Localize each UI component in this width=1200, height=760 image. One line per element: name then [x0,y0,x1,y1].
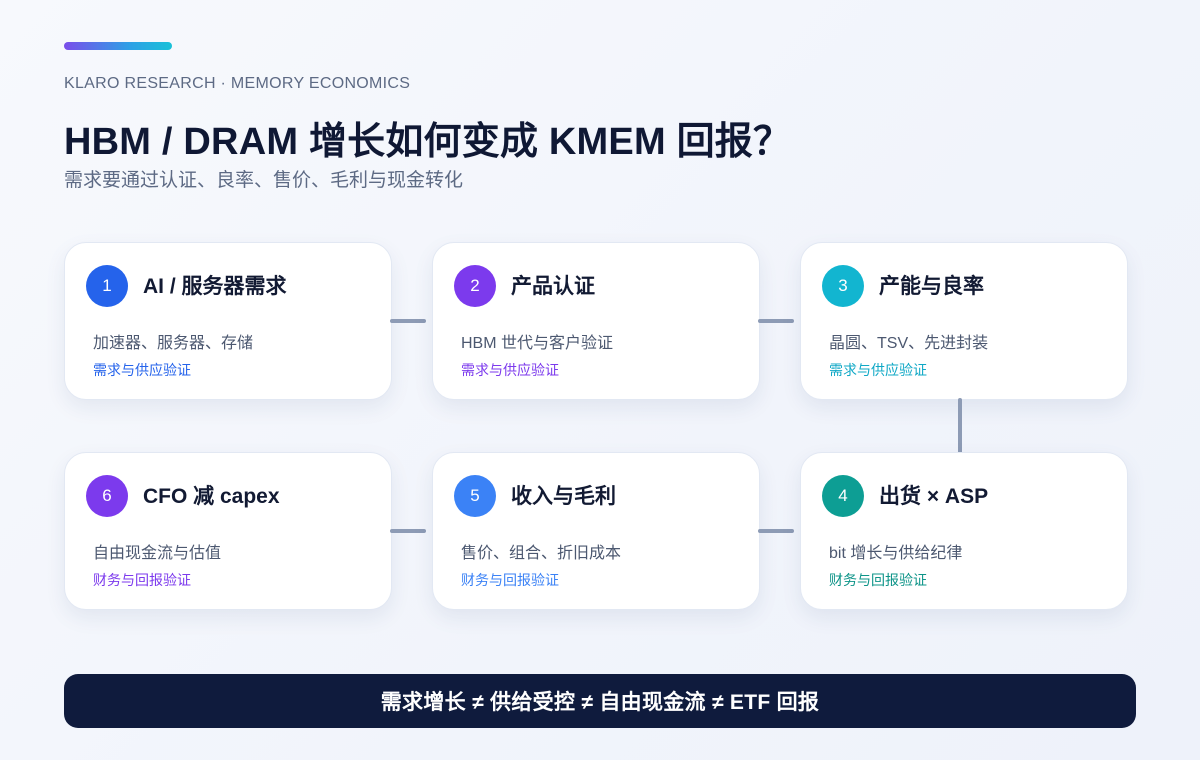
step-description: 晶圆、TSV、先进封装 [829,335,989,352]
summary-banner: 需求增长 ≠ 供给受控 ≠ 自由现金流 ≠ ETF 回报 [64,674,1136,728]
step-title: 产品认证 [511,275,595,298]
step-title: 收入与毛利 [511,485,616,508]
step-tag: 需求与供应验证 [829,362,927,378]
connector-5-6 [390,529,426,533]
step-badge: 2 [454,265,496,307]
connector-3-4 [958,398,962,454]
step-card-2: 2 产品认证 HBM 世代与客户验证 需求与供应验证 [432,242,760,400]
step-badge: 6 [86,475,128,517]
step-card-3: 3 产能与良率 晶圆、TSV、先进封装 需求与供应验证 [800,242,1128,400]
step-card-1: 1 AI / 服务器需求 加速器、服务器、存储 需求与供应验证 [64,242,392,400]
step-description: 加速器、服务器、存储 [93,335,254,352]
connector-4-5 [758,529,794,533]
accent-bar [64,42,172,50]
step-title: CFO 减 capex [143,485,280,508]
summary-text: 需求增长 ≠ 供给受控 ≠ 自由现金流 ≠ ETF 回报 [380,691,820,714]
step-card-6: 6 CFO 减 capex 自由现金流与估值 财务与回报验证 [64,452,392,610]
step-badge: 1 [86,265,128,307]
step-title: 出货 × ASP [879,485,989,508]
step-card-4: 4 出货 × ASP bit 增长与供给纪律 财务与回报验证 [800,452,1128,610]
step-description: 售价、组合、折旧成本 [461,545,622,562]
connector-2-3 [758,319,794,323]
page-subtitle: 需求要通过认证、良率、售价、毛利与现金转化 [64,170,464,191]
step-title: AI / 服务器需求 [143,275,287,298]
step-title: 产能与良率 [879,275,984,298]
step-badge: 3 [822,265,864,307]
step-description: 自由现金流与估值 [93,545,222,562]
step-description: HBM 世代与客户验证 [461,335,614,352]
step-tag: 需求与供应验证 [461,362,559,378]
step-tag: 财务与回报验证 [829,572,927,588]
connector-1-2 [390,319,426,323]
step-badge: 5 [454,475,496,517]
step-card-5: 5 收入与毛利 售价、组合、折旧成本 财务与回报验证 [432,452,760,610]
eyebrow: KLARO RESEARCH · MEMORY ECONOMICS [64,75,411,92]
step-tag: 财务与回报验证 [461,572,559,588]
page-title: HBM / DRAM 增长如何变成 KMEM 回报？ [64,121,792,163]
step-badge: 4 [822,475,864,517]
step-description: bit 增长与供给纪律 [829,545,963,562]
step-tag: 财务与回报验证 [93,572,191,588]
step-tag: 需求与供应验证 [93,362,191,378]
